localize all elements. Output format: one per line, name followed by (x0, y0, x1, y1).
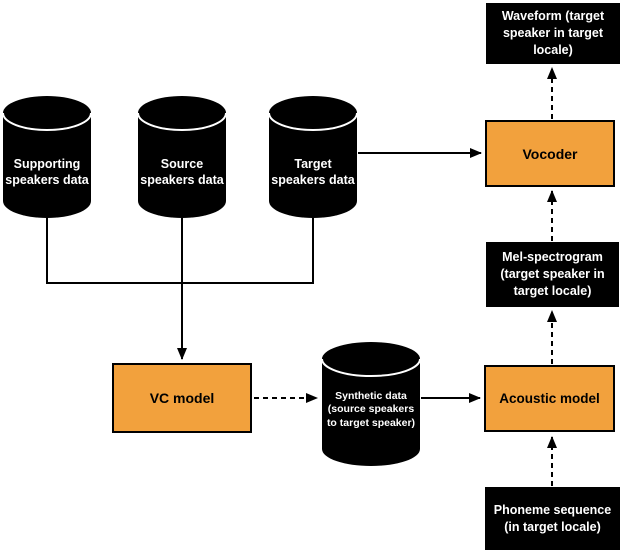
source-speakers-data-label: Source speakers data (140, 156, 224, 187)
supporting-speakers-data-label: Supporting speakers data (5, 156, 89, 187)
cylinder-supporting-speakers (2, 96, 92, 218)
vc-model-node: VC model (112, 363, 252, 433)
waveform-node: Waveform (target speaker in target local… (486, 3, 620, 64)
cylinder-source-speakers (137, 96, 227, 218)
cylinder-target-speakers (268, 96, 358, 218)
target-speakers-data-label: Target speakers data (271, 156, 355, 187)
cylinder-synthetic-data (321, 342, 421, 466)
acoustic-model-node: Acoustic model (484, 365, 615, 432)
mel-spectrogram-node: Mel-spectrogram (target speaker in targe… (486, 242, 619, 307)
vocoder-node: Vocoder (485, 120, 615, 187)
synthetic-data-label: Synthetic data (source speakers to targe… (326, 390, 416, 429)
phoneme-sequence-node: Phoneme sequence (in target locale) (485, 487, 620, 550)
